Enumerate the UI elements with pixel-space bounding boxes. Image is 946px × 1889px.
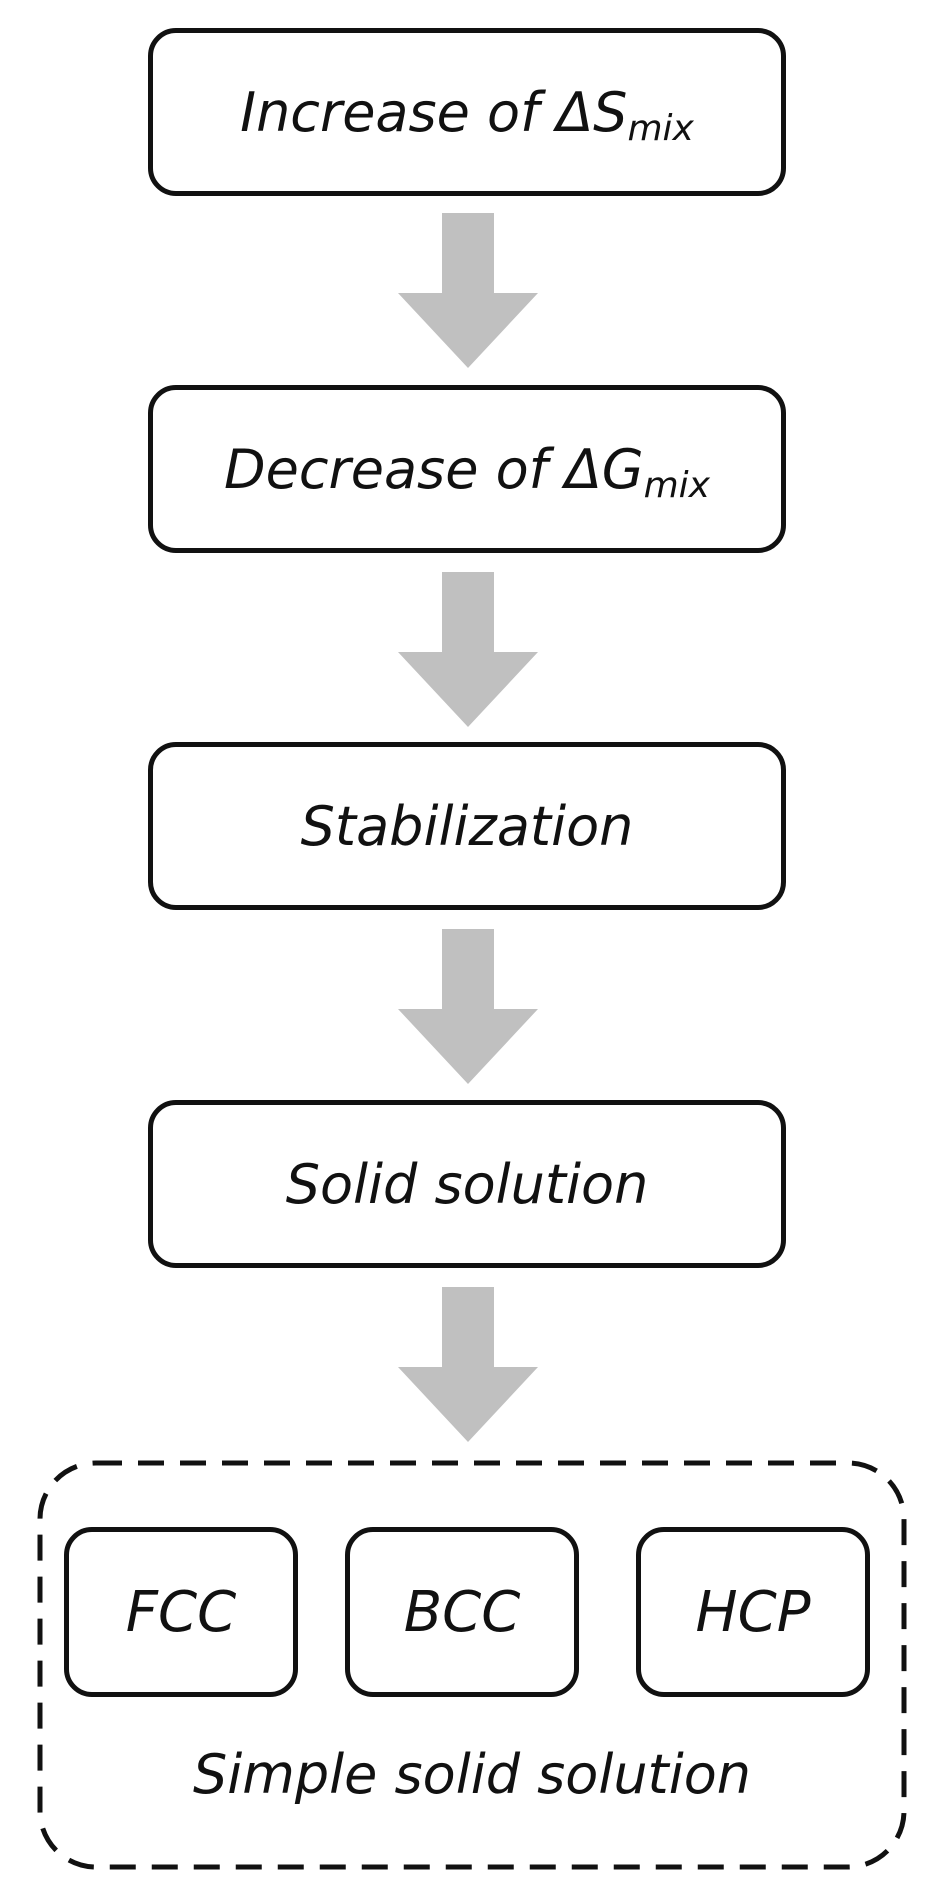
down-arrow-2 bbox=[398, 572, 538, 727]
step-2-text: Decrease of ΔG bbox=[224, 437, 644, 501]
phase-fcc-label: FCC bbox=[125, 1579, 237, 1645]
step-4-text: Solid solution bbox=[285, 1152, 649, 1216]
step-3-text: Stabilization bbox=[300, 794, 634, 858]
phase-bcc: BCC bbox=[345, 1527, 579, 1697]
step-1-subscript: mix bbox=[627, 107, 694, 149]
down-arrow-4 bbox=[398, 1287, 538, 1442]
step-1-text: Increase of ΔS bbox=[240, 80, 628, 144]
down-arrow-3 bbox=[398, 929, 538, 1084]
step-stabilization: Stabilization bbox=[148, 742, 786, 910]
phase-hcp-label: HCP bbox=[695, 1579, 811, 1645]
step-solid-solution: Solid solution bbox=[148, 1100, 786, 1268]
simple-solid-solution-group bbox=[36, 1459, 908, 1871]
down-arrow-1 bbox=[398, 213, 538, 368]
phase-bcc-label: BCC bbox=[403, 1579, 521, 1645]
phase-hcp: HCP bbox=[636, 1527, 870, 1697]
step-2-subscript: mix bbox=[643, 464, 710, 506]
phase-fcc: FCC bbox=[64, 1527, 298, 1697]
group-label: Simple solid solution bbox=[192, 1743, 751, 1806]
dashed-group-border bbox=[37, 1460, 907, 1870]
